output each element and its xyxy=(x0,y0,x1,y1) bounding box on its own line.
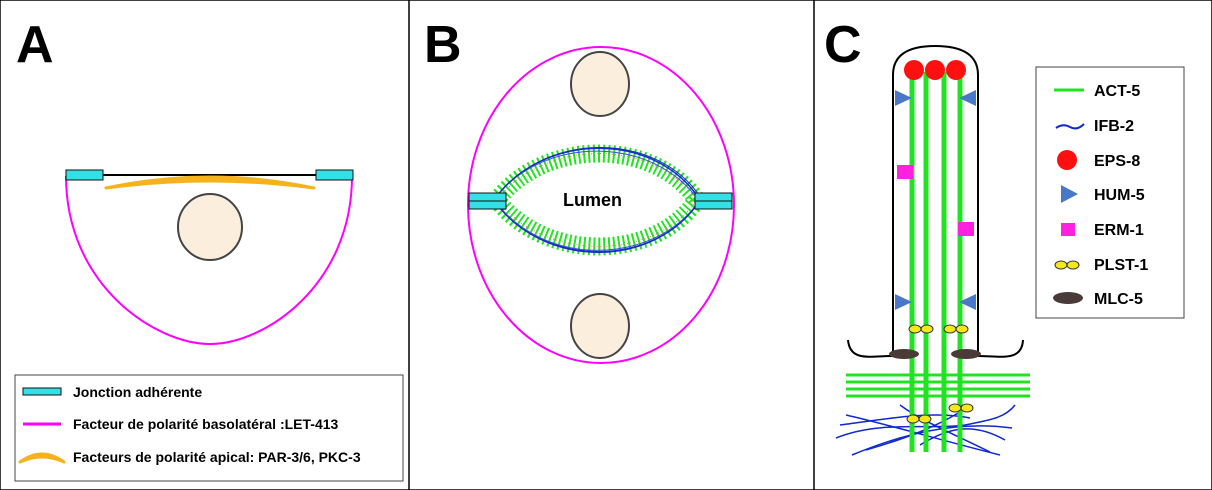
intermediate-filament-network xyxy=(835,404,1016,456)
legend-label-act5: ACT-5 xyxy=(1094,83,1140,100)
legend-label-mlc5: MLC-5 xyxy=(1094,291,1143,308)
yellow-double-oval-icon xyxy=(1054,260,1080,270)
eps8-cap-left xyxy=(904,60,924,80)
terminal-web-actin xyxy=(846,373,1030,398)
panel-c-letter: C xyxy=(824,16,862,74)
panel-c: C xyxy=(824,16,1185,456)
mlc5-marker xyxy=(951,349,981,359)
actin-core-bundles xyxy=(909,72,963,452)
nucleus xyxy=(177,193,243,261)
adherens-junction-right xyxy=(315,169,354,181)
panel-b: B Lumen xyxy=(424,16,735,364)
legend-box xyxy=(14,374,404,482)
panel-a: A Jonction adhérente Facteur de polarité… xyxy=(14,16,404,482)
adherens-junction-right xyxy=(694,192,733,202)
lumen-label: Lumen xyxy=(563,190,622,210)
panel-c-legend: ACT-5 IFB-2 EPS-8 HUM-5 ERM-1 PLST-1 MLC… xyxy=(1035,66,1185,319)
adherens-junction-left xyxy=(65,169,104,181)
legend-label-basolateral: Facteur de polarité basolatéral :LET-413 xyxy=(73,416,339,432)
legend-label-plst1: PLST-1 xyxy=(1094,257,1148,274)
basolateral-membrane xyxy=(65,175,353,346)
legend-label-erm1: ERM-1 xyxy=(1094,222,1144,239)
hum5-marker xyxy=(959,90,976,106)
magenta-square-icon xyxy=(1061,223,1075,236)
junction-swatch-icon xyxy=(22,387,62,396)
red-dot-icon xyxy=(1057,150,1077,170)
hum5-marker xyxy=(895,294,912,310)
erm1-marker xyxy=(958,222,974,236)
legend-label-eps8: EPS-8 xyxy=(1094,153,1140,170)
blue-wave-icon xyxy=(1055,123,1085,130)
nucleus-top xyxy=(570,51,630,117)
microvillus-membrane xyxy=(847,44,1024,358)
plst1-marker xyxy=(948,403,974,413)
plst1-marker xyxy=(943,324,969,334)
eps8-cap-right xyxy=(946,60,966,80)
legend-label-apical: Facteurs de polarité apical: PAR-3/6, PK… xyxy=(73,449,361,465)
legend-label-ifb2: IFB-2 xyxy=(1094,118,1134,135)
hum5-marker xyxy=(895,90,912,106)
nucleus-bottom xyxy=(570,293,630,359)
plst1-marker xyxy=(908,324,934,334)
adherens-junction-left xyxy=(468,192,507,202)
legend-label-junction: Jonction adhérente xyxy=(73,384,202,400)
panel-a-legend: Jonction adhérente Facteur de polarité b… xyxy=(14,374,404,482)
panel-a-letter: A xyxy=(16,16,54,74)
legend-label-hum5: HUM-5 xyxy=(1094,187,1145,204)
cell-outline xyxy=(467,46,735,364)
panel-b-letter: B xyxy=(424,16,462,74)
apical-polarity-crescent xyxy=(104,175,316,190)
orange-arc-icon xyxy=(18,452,66,464)
hum5-marker xyxy=(959,294,976,310)
blue-triangle-icon xyxy=(1061,185,1078,203)
legend-box xyxy=(1035,66,1185,319)
eps8-cap-middle xyxy=(925,60,945,80)
adherens-junction-left-lower xyxy=(468,200,507,210)
adherens-junction-right-lower xyxy=(694,200,733,210)
plst1-marker xyxy=(906,414,932,424)
brown-oval-icon xyxy=(1053,292,1083,304)
erm1-marker xyxy=(897,165,913,179)
mlc5-marker xyxy=(889,349,919,359)
